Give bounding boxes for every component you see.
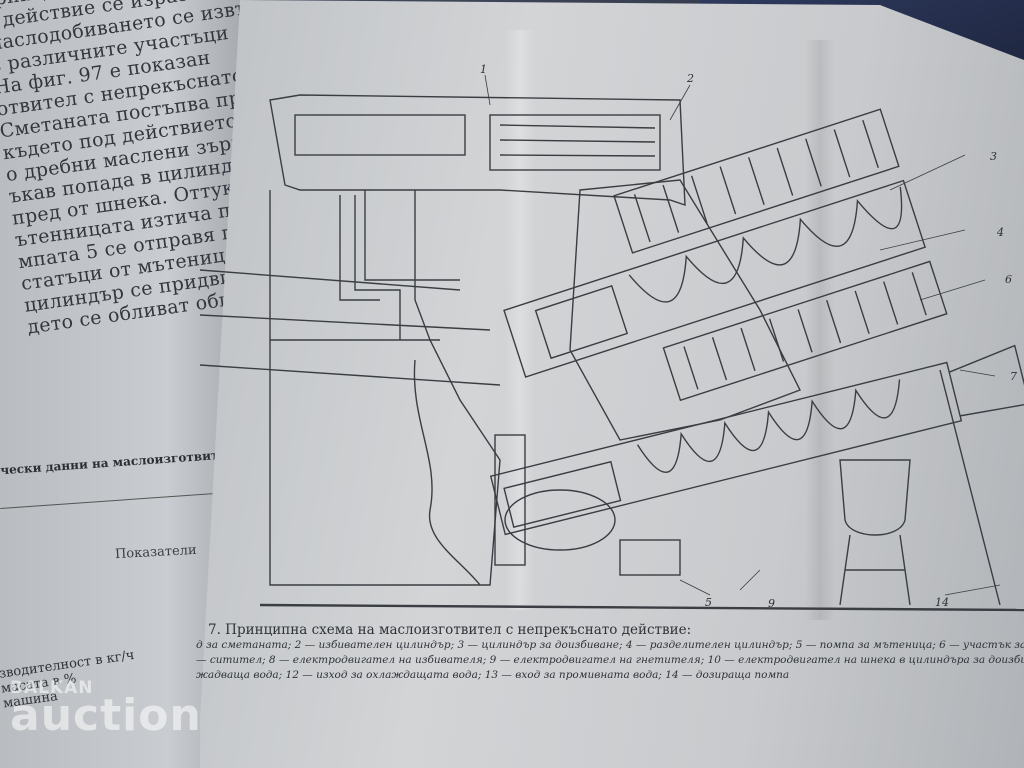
- watermark-logo: BALKAN auction: [10, 678, 202, 741]
- caption-legend-line: жадваща вода; 12 — изход за охлаждащата …: [196, 669, 790, 681]
- cutaway-line: [413, 359, 481, 586]
- table-rule: [0, 491, 230, 510]
- upper-cooling-jacket: [613, 108, 900, 254]
- lower-cylinder-body: [489, 361, 963, 536]
- caption-title: 7. Принципна схема на маслоизготвител с …: [208, 622, 692, 638]
- callout-9: 9: [768, 597, 775, 610]
- column-label: Показатели: [114, 542, 198, 563]
- butter-machine-schematic: 1 2 3 4 6 7 5 9 14: [200, 63, 1024, 612]
- callout-7: 7: [1010, 370, 1017, 383]
- churn-cylinder: [294, 114, 466, 156]
- callout-3: 3: [990, 150, 997, 163]
- lower-cooling-jacket: [662, 260, 948, 402]
- lower-auger: [636, 379, 901, 473]
- beater-cylinder: [489, 114, 661, 171]
- floor-line: [259, 603, 1024, 612]
- page-fold-shadow: [805, 40, 835, 620]
- central-box: [569, 179, 801, 441]
- callout-14: 14: [935, 596, 949, 609]
- main-body: [269, 190, 501, 586]
- beater-ribs: [499, 124, 656, 157]
- upper-auger: [628, 186, 903, 303]
- outlet-nozzle: [948, 344, 1024, 417]
- callout-2: 2: [686, 72, 694, 85]
- pipes: [339, 190, 460, 340]
- jacket-ribs-bottom: [683, 272, 927, 390]
- callout-4: 4: [996, 226, 1004, 239]
- caption-legend-line: — ситител; 8 — електродвигател на избива…: [196, 654, 1024, 666]
- belt-drive: [494, 434, 526, 566]
- upper-motor-end: [534, 285, 629, 360]
- lower-cylinder: [489, 344, 1024, 536]
- jacket-ribs-top: [633, 119, 879, 243]
- upper-cylinder-body: [503, 179, 926, 378]
- callout-6: 6: [1005, 273, 1012, 286]
- watermark-line2: auction: [10, 690, 202, 741]
- leader-lines: [484, 74, 1001, 596]
- left-book-page: принцип о действие се изразява в маслодо…: [0, 0, 240, 768]
- watermark-line1: BALKAN: [10, 678, 94, 698]
- top-housing: [269, 94, 686, 206]
- upper-cylinder: [503, 108, 948, 402]
- dosing-tank: [839, 459, 911, 536]
- callout-1: 1: [480, 63, 487, 76]
- caption-legend-line: д за сметаната; 2 — избивателен цилиндър…: [196, 639, 1024, 651]
- lower-motor-end: [503, 460, 622, 529]
- tank-stand: [839, 534, 911, 606]
- pipe-outlets: [200, 269, 501, 386]
- motor: [504, 489, 616, 551]
- pump: [619, 539, 681, 576]
- figure-caption: 7. Принципна схема на маслоизготвител с …: [196, 622, 1024, 683]
- support-leg: [939, 369, 1001, 606]
- schematic-lines: [200, 74, 1024, 612]
- callout-5: 5: [705, 596, 712, 609]
